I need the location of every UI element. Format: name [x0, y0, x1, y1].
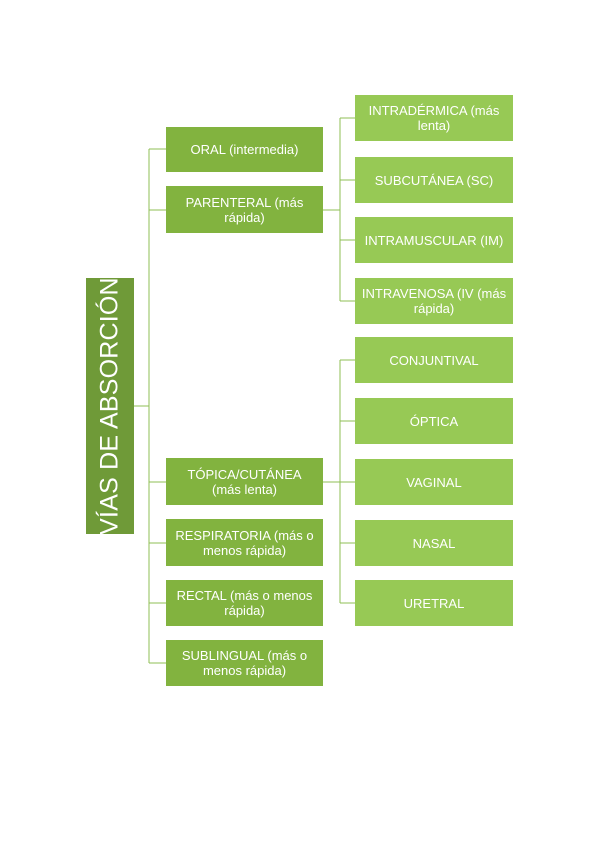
node-nasal: NASAL — [355, 520, 513, 566]
node-nasal-label: NASAL — [412, 535, 456, 551]
node-parenteral-label: PARENTERAL (más rápida) — [185, 194, 304, 225]
node-oral: ORAL (intermedia) — [166, 127, 323, 172]
node-intradermica-label: INTRADÉRMICA (más lenta) — [368, 103, 500, 133]
node-vaginal-label: VAGINAL — [406, 474, 462, 490]
node-topica-label: TÓPICA/CUTÁNEA (más lenta) — [187, 466, 302, 497]
root-label: VÍAS DE ABSORCIÓN — [95, 277, 124, 535]
root-node: VÍAS DE ABSORCIÓN — [86, 277, 134, 535]
node-intravenosa-label: INTRAVENOSA (IV (más rápida) — [361, 286, 507, 316]
node-intramuscular: INTRAMUSCULAR (IM) — [355, 217, 513, 263]
node-parenteral: PARENTERAL (más rápida) — [166, 186, 323, 233]
node-sublingual-label: SUBLINGUAL (más o menos rápida) — [181, 648, 308, 678]
node-uretral: URETRAL — [355, 580, 513, 626]
node-vaginal: VAGINAL — [355, 459, 513, 505]
node-uretral-label: URETRAL — [403, 595, 465, 611]
node-optica: ÓPTICA — [355, 398, 513, 444]
node-conjuntival: CONJUNTIVAL — [355, 337, 513, 383]
node-respiratoria: RESPIRATORIA (más o menos rápida) — [166, 519, 323, 566]
node-intravenosa: INTRAVENOSA (IV (más rápida) — [355, 278, 513, 324]
node-conjuntival-label: CONJUNTIVAL — [389, 352, 479, 368]
node-subcutanea: SUBCUTÁNEA (SC) — [355, 157, 513, 203]
node-intramuscular-label: INTRAMUSCULAR (IM) — [364, 232, 504, 248]
node-respiratoria-label: RESPIRATORIA (más o menos rápida) — [175, 527, 314, 558]
node-sublingual: SUBLINGUAL (más o menos rápida) — [166, 640, 323, 686]
node-topica: TÓPICA/CUTÁNEA (más lenta) — [166, 458, 323, 505]
node-rectal: RECTAL (más o menos rápida) — [166, 580, 323, 626]
node-oral-label: ORAL (intermedia) — [190, 142, 299, 157]
node-optica-label: ÓPTICA — [409, 413, 459, 429]
node-subcutanea-label: SUBCUTÁNEA (SC) — [374, 172, 494, 188]
node-intradermica: INTRADÉRMICA (más lenta) — [355, 95, 513, 141]
node-rectal-label: RECTAL (más o menos rápida) — [176, 588, 313, 618]
